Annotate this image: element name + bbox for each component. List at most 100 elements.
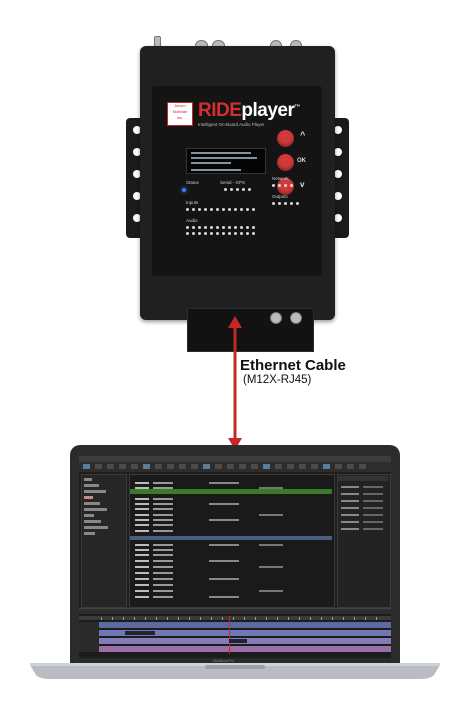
list-row-number <box>135 549 149 551</box>
device-tagline: Intelligent On-Board Audio Player <box>198 122 265 127</box>
indicator-led <box>192 232 195 235</box>
rideplayer-device: Alcorn McBride Inc. RIDEplayer™ Intellig… <box>126 36 349 352</box>
list-row-label <box>153 572 173 574</box>
timeline-header <box>79 609 391 614</box>
list-row-detail <box>209 578 239 580</box>
tree-item <box>84 508 107 511</box>
indicator-led <box>252 226 255 229</box>
property-label <box>341 486 359 488</box>
list-row-detail <box>259 544 283 546</box>
toolbar-icon <box>119 464 126 469</box>
toolbar-icon <box>251 464 258 469</box>
indicator-led <box>186 208 189 211</box>
trademark: ™ <box>294 104 300 111</box>
list-row-number <box>135 514 149 516</box>
timeline-tick <box>211 617 212 620</box>
list-row-number <box>135 508 149 510</box>
indicator-led <box>192 226 195 229</box>
indicator-led <box>186 232 189 235</box>
list-row-label <box>153 544 173 546</box>
network-label: Network <box>272 176 289 181</box>
indicator-led <box>216 226 219 229</box>
indicator-led <box>216 232 219 235</box>
property-value <box>363 521 383 523</box>
property-label <box>341 493 359 495</box>
list-row-number <box>135 482 149 484</box>
indicator-led <box>272 202 275 205</box>
laptop-model-label: MacBook Pro <box>213 659 235 663</box>
indicator-led <box>210 208 213 211</box>
property-value <box>363 507 383 509</box>
up-button[interactable] <box>277 130 294 147</box>
indicator-led <box>210 226 213 229</box>
toolbar-icon <box>227 464 234 469</box>
device-enclosure: Alcorn McBride Inc. RIDEplayer™ Intellig… <box>140 46 335 352</box>
bottom-connector <box>290 312 302 324</box>
indicator-led <box>204 208 207 211</box>
arrow-head-up-icon <box>228 316 242 328</box>
toolbar-icon <box>191 464 198 469</box>
timeline-track-header <box>79 622 99 652</box>
timeline-track[interactable] <box>79 646 391 652</box>
timeline-tick <box>156 617 157 620</box>
toolbar-icon <box>275 464 282 469</box>
list-row-label <box>153 578 173 580</box>
laptop-base <box>30 663 440 679</box>
laptop-notch <box>205 665 265 669</box>
timeline-tick <box>277 617 278 620</box>
tree-item <box>84 526 108 529</box>
toolbar-icon <box>179 464 186 469</box>
indicator-led <box>230 188 233 191</box>
toolbar-icon <box>287 464 294 469</box>
ok-button[interactable] <box>277 154 294 171</box>
list-row-label <box>153 596 173 598</box>
tree-item <box>84 520 101 523</box>
inputs-label: Inputs <box>186 200 199 205</box>
list-row-number <box>135 544 149 546</box>
property-label <box>341 528 359 530</box>
list-row-label <box>153 514 173 516</box>
toolbar-icon <box>263 464 270 469</box>
timeline-track[interactable] <box>79 622 391 628</box>
timeline-tick <box>376 617 377 620</box>
list-row-label <box>153 482 173 484</box>
property-value <box>363 500 383 502</box>
tree-item <box>84 490 106 493</box>
property-label <box>341 507 359 509</box>
timeline-tick <box>255 617 256 620</box>
timeline-track[interactable] <box>79 630 391 636</box>
properties-panel <box>337 474 391 608</box>
list-row-detail <box>209 596 239 598</box>
down-arrow-icon: v <box>300 180 305 189</box>
indicator-led <box>204 226 207 229</box>
timeline-playhead[interactable] <box>229 616 230 654</box>
status-led <box>182 188 186 192</box>
timeline-tick <box>101 617 102 620</box>
properties-header <box>338 476 388 481</box>
list-row-detail <box>209 482 239 484</box>
list-row-number <box>135 530 149 532</box>
tree-item <box>84 484 99 487</box>
indicator-led <box>234 232 237 235</box>
timeline-clip <box>229 639 247 643</box>
tree-item <box>84 478 92 481</box>
list-row-detail <box>259 566 283 568</box>
list-row-number <box>135 498 149 500</box>
outputs-label: Outputs <box>272 194 288 199</box>
audio-label: Audio <box>186 218 198 223</box>
logo-line: McBride <box>172 109 188 114</box>
timeline-tick <box>288 617 289 620</box>
property-label <box>341 514 359 516</box>
toolbar-icon <box>359 464 366 469</box>
indicator-led <box>240 226 243 229</box>
timeline-tick <box>343 617 344 620</box>
indicator-led <box>242 188 245 191</box>
list-row-label <box>153 498 173 500</box>
indicator-led <box>192 208 195 211</box>
up-arrow-icon: ^ <box>300 130 306 140</box>
list-row-detail <box>259 514 283 516</box>
timeline-tick <box>310 617 311 620</box>
indicator-led <box>246 232 249 235</box>
arrow-head-down-icon <box>228 438 242 450</box>
timeline-tick <box>299 617 300 620</box>
